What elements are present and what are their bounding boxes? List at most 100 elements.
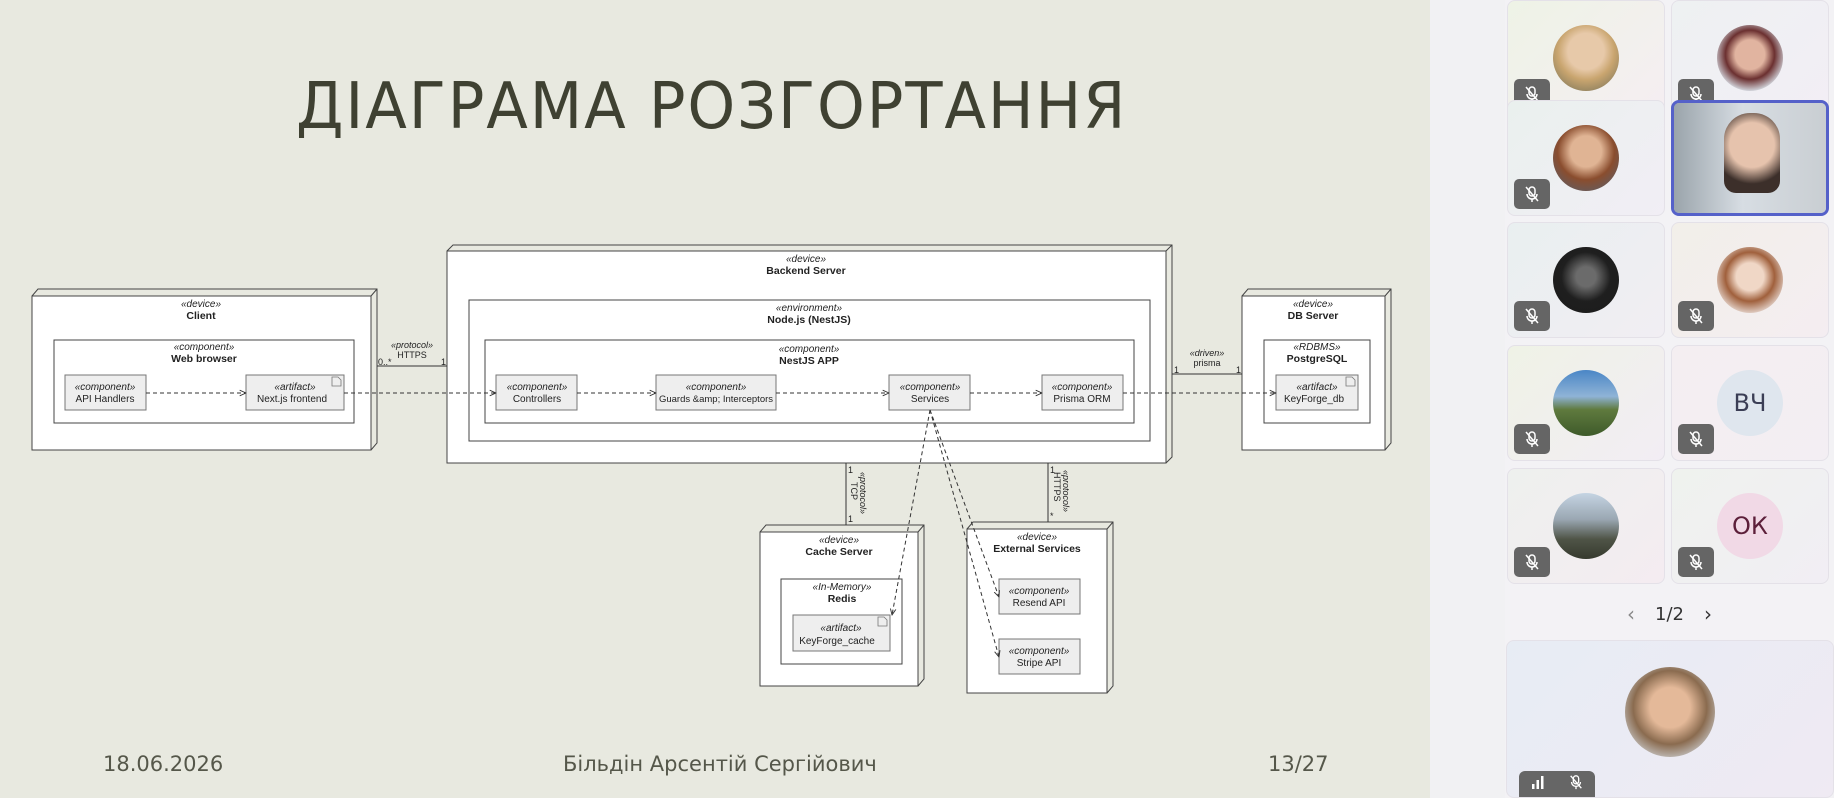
participant-avatar [1625,667,1715,757]
services-stereotype: «component» [900,382,961,393]
backend-stereotype: «device» [786,254,826,265]
link-client-backend-mult-left: 0..* [378,357,392,367]
footer-page-number: 13/27 [1268,752,1329,776]
nodejs-name: Node.js (NestJS) [767,314,850,326]
api-handlers-stereotype: «component» [75,382,136,393]
resend-stereotype: «component» [1009,586,1070,597]
external-services-node: «device» External Services «component» R… [966,521,1114,694]
participant-avatar [1717,247,1783,313]
muted-mic-icon [1514,179,1550,209]
link-backend-db-mult-right: 1 [1236,365,1241,375]
participant-initials: ОК [1717,493,1783,559]
participant-initials: ВЧ [1717,370,1783,436]
participant-tile[interactable]: ОК [1671,468,1829,584]
nestjs-app-stereotype: «component» [779,344,840,355]
link-backend-db-mult-left: 1 [1174,365,1179,375]
services-name: Services [911,394,949,405]
muted-mic-icon [1514,547,1550,577]
keyforge-cache-stereotype: «artifact» [820,623,862,634]
participant-tile-active-speaker[interactable] [1671,100,1829,216]
backend-name: Backend Server [766,265,845,277]
muted-mic-icon [1678,547,1714,577]
self-view-controls [1519,771,1595,797]
postgres-stereotype: «RDBMS» [1293,342,1341,353]
redis-stereotype: «In-Memory» [813,582,872,593]
link-backend-cache-mult-top: 1 [848,465,853,475]
guards-stereotype: «component» [686,382,747,393]
gallery-pager: ‹ 1/2 › [1505,600,1834,628]
web-browser-stereotype: «component» [174,342,235,353]
deployment-diagram: «device» Client «component» Web browser … [31,244,1392,694]
db-server-stereotype: «device» [1293,299,1333,310]
link-backend-cache-mult-bottom: 1 [848,514,853,524]
stripe-stereotype: «component» [1009,646,1070,657]
prisma-name: Prisma ORM [1053,394,1110,405]
redis-name: Redis [828,593,857,605]
keyforge-db-name: KeyForge_db [1284,394,1344,405]
guards-name: Guards &amp; Interceptors [659,394,773,405]
nodejs-stereotype: «environment» [776,303,843,314]
self-view-tile[interactable] [1506,640,1834,798]
participant-tile[interactable] [1507,222,1665,338]
link-backend-external-mult-top: 1 [1050,465,1055,475]
muted-mic-icon [1678,301,1714,331]
participant-tile[interactable] [1507,0,1665,116]
participant-tile[interactable] [1507,345,1665,461]
web-browser-name: Web browser [171,353,237,365]
client-name: Client [186,310,216,322]
participant-tile[interactable]: ВЧ [1671,345,1829,461]
footer-date: 18.06.2026 [103,752,224,776]
footer-author: Більдін Арсентій Сергійович [563,752,877,776]
postgres-name: PostgreSQL [1287,353,1348,365]
muted-mic-icon[interactable] [1568,774,1584,795]
resend-name: Resend API [1013,598,1066,609]
chevron-right-icon[interactable]: › [1703,602,1712,626]
link-backend-cache-stereotype: «protocol» [858,472,868,514]
link-backend-cache-name: TCP [849,482,859,500]
link-client-backend-mult-right: 1 [441,357,446,367]
participant-avatar [1553,25,1619,91]
nextjs-stereotype: «artifact» [274,382,316,393]
link-backend-external-name: HTTPS [1052,472,1062,502]
link-client-backend-name: HTTPS [397,350,427,360]
participant-tile[interactable] [1671,0,1829,116]
nestjs-app-name: NestJS APP [779,355,839,367]
signal-bars-icon [1531,775,1545,794]
prisma-stereotype: «component» [1052,382,1113,393]
stripe-name: Stripe API [1017,658,1061,669]
db-server-name: DB Server [1288,310,1339,322]
presentation-slide: ДІАГРАМА РОЗГОРТАННЯ «device» Client «co… [31,70,1392,776]
external-stereotype: «device» [1017,532,1057,543]
participant-avatar [1553,493,1619,559]
participant-avatar [1553,370,1619,436]
chevron-left-icon[interactable]: ‹ [1627,602,1636,626]
controllers-name: Controllers [513,394,561,405]
participant-avatar [1724,113,1780,193]
backend-node: «device» Backend Server «environment» No… [344,244,1173,464]
link-backend-external-mult-bottom: * [1050,511,1054,521]
link-client-backend-stereotype: «protocol» [391,340,433,350]
pager-label: 1/2 [1655,603,1684,625]
muted-mic-icon [1678,424,1714,454]
participant-avatar [1717,25,1783,91]
muted-mic-icon [1514,424,1550,454]
participant-tile[interactable] [1507,468,1665,584]
participant-tile[interactable] [1671,222,1829,338]
controllers-stereotype: «component» [507,382,568,393]
db-server-node: «device» DB Server «RDBMS» PostgreSQL «a… [1241,288,1392,451]
nextjs-name: Next.js frontend [257,394,327,405]
participant-avatar [1553,125,1619,191]
participant-tile[interactable] [1507,100,1665,216]
cache-server-node: «device» Cache Server «In-Memory» Redis … [759,524,925,687]
client-node: «device» Client «component» Web browser … [31,288,378,451]
link-backend-external-stereotype: «protocol» [1061,470,1071,512]
slide-title: ДІАГРАМА РОЗГОРТАННЯ [296,70,1128,144]
keyforge-cache-name: KeyForge_cache [799,636,875,647]
cache-server-stereotype: «device» [819,535,859,546]
link-backend-db-name: prisma [1193,358,1220,368]
muted-mic-icon [1514,301,1550,331]
keyforge-db-stereotype: «artifact» [1296,382,1338,393]
external-name: External Services [993,543,1081,555]
api-handlers-name: API Handlers [76,394,135,405]
gallery-separator [1430,0,1505,798]
